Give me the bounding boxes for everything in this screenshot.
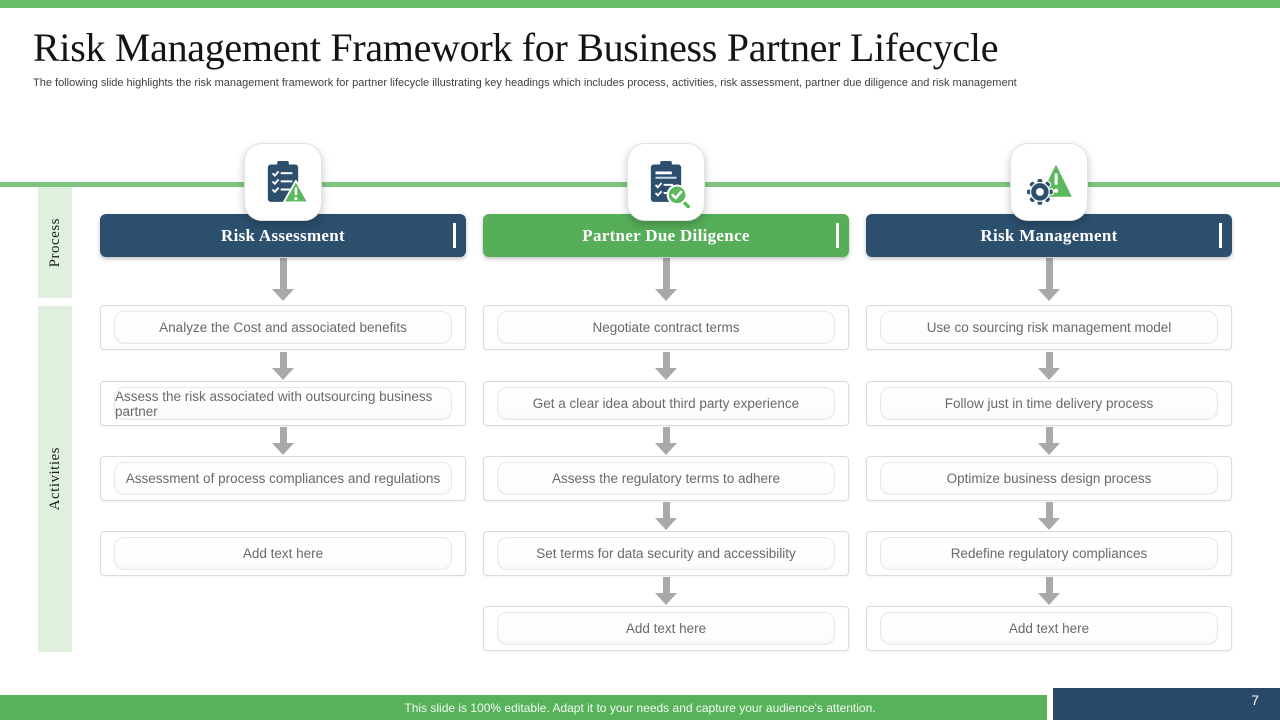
top-accent-strip — [0, 0, 1280, 8]
activity-text: Add text here — [1008, 621, 1090, 636]
down-arrow-icon — [272, 352, 294, 380]
activity-text: Add text here — [625, 621, 707, 636]
activity-item[interactable]: Add text here — [100, 531, 466, 576]
header-tick-mark — [1219, 223, 1222, 248]
activity-text: Optimize business design process — [946, 471, 1152, 486]
activity-item[interactable]: Use co sourcing risk management model — [866, 305, 1232, 350]
activity-item[interactable]: Optimize business design process — [866, 456, 1232, 501]
down-arrow-icon — [655, 258, 677, 301]
gear-warning-glyph — [1025, 161, 1075, 206]
activity-item[interactable]: Set terms for data security and accessib… — [483, 531, 849, 576]
activity-item[interactable]: Assess the risk associated with outsourc… — [100, 381, 466, 426]
column-risk-assessment: Risk Assessment Analyze the Cost and ass… — [100, 0, 466, 720]
down-arrow-icon — [655, 427, 677, 455]
header-tick-mark — [836, 223, 839, 248]
down-arrow-icon — [1038, 427, 1060, 455]
gear-warning-icon[interactable] — [1010, 143, 1088, 221]
column-header-risk-assessment[interactable]: Risk Assessment — [100, 214, 466, 257]
footer-note: This slide is 100% editable. Adapt it to… — [404, 700, 876, 715]
activity-text: Use co sourcing risk management model — [926, 320, 1172, 335]
activity-text: Negotiate contract terms — [592, 320, 740, 335]
activity-item[interactable]: Add text here — [866, 606, 1232, 651]
down-arrow-icon — [272, 427, 294, 455]
activity-item[interactable]: Redefine regulatory compliances — [866, 531, 1232, 576]
down-arrow-icon — [1038, 502, 1060, 530]
activity-item[interactable]: Analyze the Cost and associated benefits — [100, 305, 466, 350]
down-arrow-icon — [272, 258, 294, 301]
clipboard-check-icon[interactable] — [627, 143, 705, 221]
down-arrow-icon — [655, 502, 677, 530]
activity-text: Set terms for data security and accessib… — [536, 546, 796, 561]
activities-label: Activities — [46, 447, 63, 511]
column-header-label: Partner Due Diligence — [582, 225, 750, 245]
process-label: Process — [46, 217, 63, 268]
activity-text: Assess the risk associated with outsourc… — [115, 388, 433, 419]
column-header-risk-management[interactable]: Risk Management — [866, 214, 1232, 257]
activity-text: Analyze the Cost and associated benefits — [159, 320, 407, 335]
down-arrow-icon — [1038, 258, 1060, 301]
activity-item[interactable]: Get a clear idea about third party exper… — [483, 381, 849, 426]
clipboard-warning-icon[interactable] — [244, 143, 322, 221]
page-subtitle: The following slide highlights the risk … — [33, 77, 1017, 89]
row-label-activities: Activities — [38, 306, 72, 652]
activity-text: Redefine regulatory compliances — [950, 546, 1148, 561]
column-header-partner-due-diligence[interactable]: Partner Due Diligence — [483, 214, 849, 257]
down-arrow-icon — [1038, 577, 1060, 605]
clipboard-check-glyph — [650, 161, 690, 209]
down-arrow-icon — [655, 577, 677, 605]
footer-bar — [0, 695, 1047, 720]
activity-text: Assess the regulatory terms to adhere — [551, 471, 781, 486]
row-label-process: Process — [38, 187, 72, 298]
clipboard-warning-glyph — [267, 161, 310, 204]
header-tick-mark — [453, 223, 456, 248]
activity-item[interactable]: Negotiate contract terms — [483, 305, 849, 350]
activity-text: Follow just in time delivery process — [944, 396, 1154, 411]
page-number: 7 — [1251, 692, 1259, 708]
activity-text: Add text here — [242, 546, 324, 561]
down-arrow-icon — [655, 352, 677, 380]
column-partner-due-diligence: Partner Due Diligence Negotiate contract… — [483, 0, 849, 720]
column-risk-management: Risk Management Use co sourcing risk man… — [866, 0, 1232, 720]
down-arrow-icon — [1038, 352, 1060, 380]
activity-item[interactable]: Add text here — [483, 606, 849, 651]
page-number-badge: 7 — [1053, 688, 1280, 720]
page-title: Risk Management Framework for Business P… — [33, 25, 999, 70]
activity-item[interactable]: Follow just in time delivery process — [866, 381, 1232, 426]
column-header-label: Risk Management — [980, 225, 1118, 245]
activity-text: Get a clear idea about third party exper… — [532, 396, 800, 411]
activity-text: Assessment of process compliances and re… — [125, 471, 441, 486]
activity-item[interactable]: Assessment of process compliances and re… — [100, 456, 466, 501]
activity-item[interactable]: Assess the regulatory terms to adhere — [483, 456, 849, 501]
column-header-label: Risk Assessment — [221, 225, 345, 245]
